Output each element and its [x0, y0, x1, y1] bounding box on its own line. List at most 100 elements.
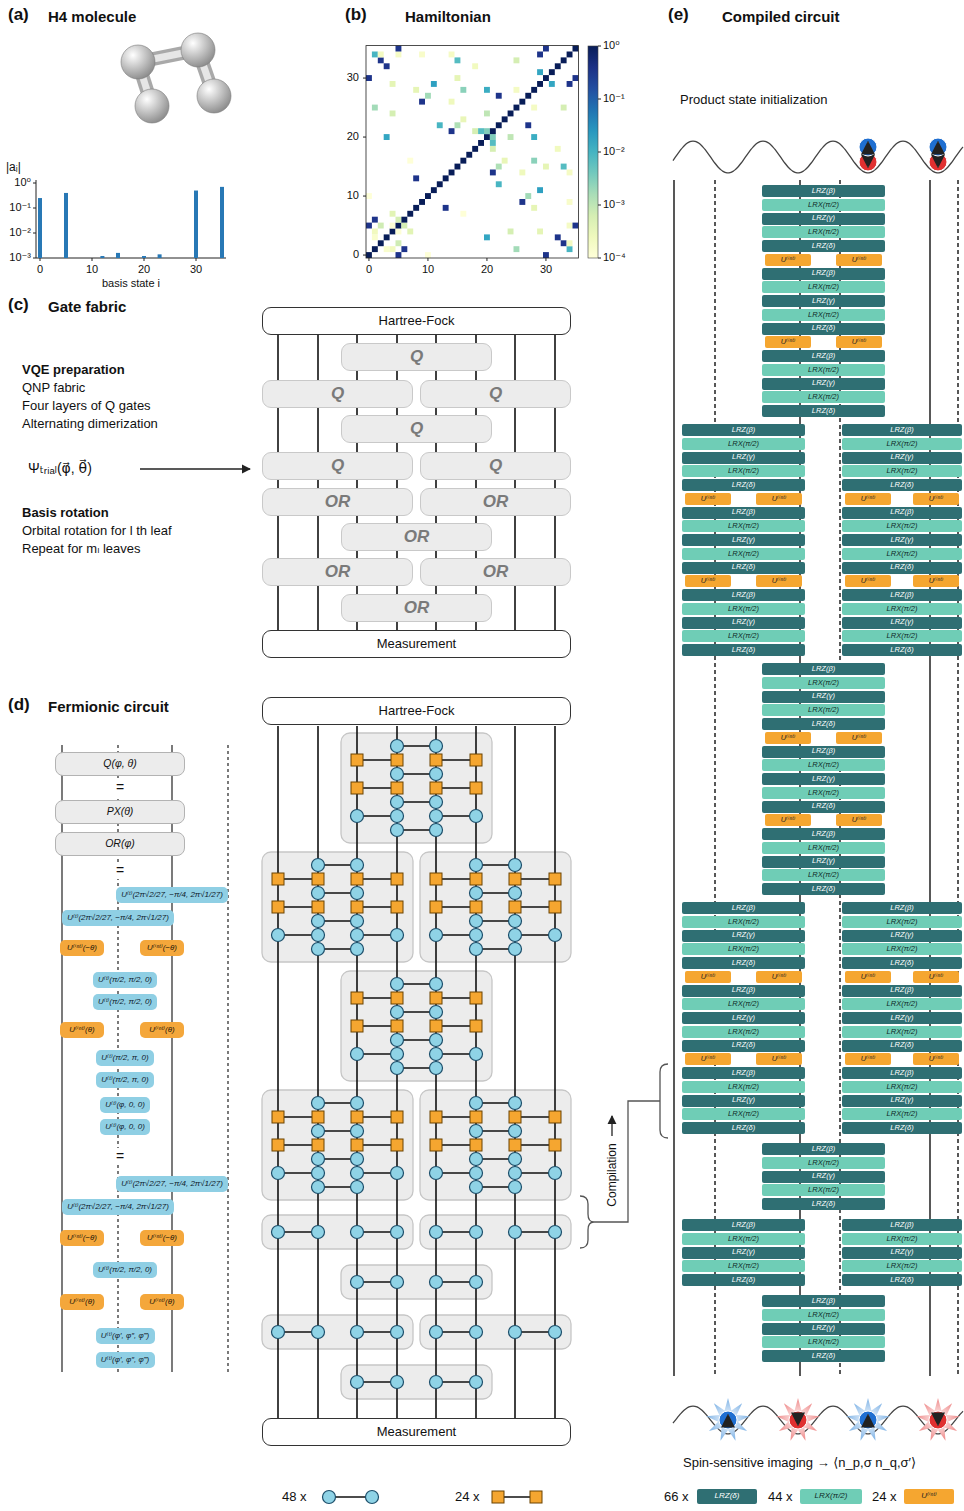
laser-gate: LRZ(δ) [682, 1122, 805, 1134]
matrix-cell [384, 246, 390, 252]
gate-label: LRX(π/2) [887, 440, 918, 448]
matrix-cell [401, 246, 407, 252]
text-label: 10 [347, 189, 359, 202]
gate-label: U⁽ᵗ⁾(φ′, φ″, φ‴) [101, 1356, 149, 1365]
laser-gate: LRZ(β) [762, 1143, 885, 1155]
gate-label: LRZ(γ) [812, 775, 835, 783]
circuit-wire [317, 726, 319, 1418]
text-label: 30 [190, 263, 202, 276]
interaction-gate: U⁽ⁱⁿᵗ⁾ [836, 336, 882, 348]
gate-label: LRZ(β) [890, 904, 913, 912]
gate-label: LRZ(δ) [890, 646, 913, 654]
laser-gate: LRZ(δ) [762, 1198, 885, 1210]
gate-label: LRX(π/2) [887, 632, 918, 640]
matrix-cell [372, 234, 378, 240]
interaction-gate-square [549, 873, 561, 885]
matrix-cell [496, 181, 502, 187]
amplitude-bar [64, 193, 68, 258]
gate-box: OR [420, 488, 571, 516]
laser-gate: LRZ(δ) [762, 323, 885, 335]
laser-gate: LRZ(β) [842, 1067, 962, 1079]
gate-label: LRZ(δ) [732, 563, 755, 571]
axis-tick [40, 258, 41, 261]
laser-gate: LRX(π/2) [762, 391, 885, 403]
matrix-cell [419, 99, 425, 105]
orbital-gate-dot [351, 1167, 364, 1180]
gate-label: U⁽ⁱⁿᵗ⁾ [701, 495, 716, 503]
orbital-gate-dot [391, 796, 404, 809]
text-label: 10⁻² [603, 145, 625, 158]
spin-up-atom [859, 138, 877, 156]
laser-gate: LRZ(δ) [682, 957, 805, 969]
laser-gate: LRX(π/2) [682, 548, 805, 560]
orbital-gate-dot [430, 1062, 443, 1075]
laser-gate: LRX(π/2) [762, 869, 885, 881]
matrix-cell [525, 193, 531, 199]
matrix-cell [407, 229, 413, 235]
interaction-gate-square [470, 1139, 482, 1151]
laser-gate: LRZ(δ) [762, 718, 885, 730]
gate-label: LRZ(β) [732, 591, 755, 599]
orbital-gate-dot [391, 1062, 404, 1075]
interaction-gate: U⁽ⁱⁿᵗ⁾ [756, 493, 802, 505]
gate-label: U⁽ⁱⁿᵗ⁾ [852, 338, 867, 346]
optical-lattice [673, 141, 963, 173]
gate-label: LRX(π/2) [887, 1235, 918, 1243]
matrix-cell [519, 99, 525, 105]
laser-gate: LRZ(β) [842, 589, 962, 601]
gate-label: LRZ(γ) [812, 379, 835, 387]
matrix-cell [413, 87, 419, 93]
matrix-cell [549, 69, 555, 75]
orbital-gate-dot [430, 810, 443, 823]
matrix-cell [508, 134, 514, 140]
matrix-cell [384, 234, 390, 240]
text-label: Four layers of Q gates [22, 398, 151, 414]
matrix-cell [478, 140, 484, 146]
molecule-atom [121, 45, 155, 79]
matrix-cell [449, 128, 455, 134]
circuit-wire [356, 726, 358, 1418]
interaction-gate: U⁽ⁱⁿᵗ⁾ [756, 971, 802, 983]
laser-gate: LRZ(γ) [762, 691, 885, 703]
laser-gate: LRZ(δ) [842, 1122, 962, 1134]
gate-label: LRX(π/2) [808, 844, 839, 852]
matrix-cell [396, 223, 402, 229]
matrix-cell [455, 57, 461, 63]
matrix-cell [478, 128, 484, 134]
text-label: 10⁰ [14, 176, 31, 189]
gate-label: LRX(π/2) [728, 1000, 759, 1008]
gate-label: Q [489, 457, 502, 476]
gate-label: LRZ(δ) [812, 324, 835, 332]
axis-tick [486, 258, 487, 261]
laser-gate: LRZ(γ) [682, 1012, 805, 1024]
text-label: 30 [540, 263, 552, 276]
text-label: 20 [138, 263, 150, 276]
orbital-gate-dot [272, 1167, 285, 1180]
gate-label: LRX(π/2) [887, 918, 918, 926]
gate-label: LRZ(δ) [732, 959, 755, 967]
panel-heading: H4 molecule [48, 8, 136, 26]
laser-gate: LRX(π/2) [682, 916, 805, 928]
gate-label: LRZ(δ) [812, 407, 835, 415]
matrix-cell [543, 252, 549, 258]
laser-gate: LRZ(γ) [762, 213, 885, 225]
gate-box: OR [341, 523, 492, 551]
laser-gate: LRZ(δ) [682, 1040, 805, 1052]
panel-heading: (d) [8, 695, 30, 715]
gate-label: LRX(π/2) [808, 1186, 839, 1194]
gate-group-box [341, 971, 492, 1081]
orbital-gate-dot [509, 1153, 522, 1166]
laser-gate: LRZ(δ) [682, 1274, 805, 1286]
orbital-gate-dot [509, 1125, 522, 1138]
interaction-gate: U⁽ⁱⁿᵗ⁾ [756, 1053, 802, 1065]
laser-gate: LRZ(δ) [842, 1274, 962, 1286]
fermionic-gate: U⁽ᵗ⁾(π/2, π, 0) [96, 1072, 154, 1088]
orbital-gate-dot [391, 1226, 404, 1239]
matrix-cell [419, 52, 425, 58]
gate-label: U⁽ⁱⁿᵗ⁾ [861, 973, 876, 981]
gate-group-box [262, 852, 413, 962]
gate-label: U⁽ⁱⁿᵗ⁾ [701, 973, 716, 981]
text-label: LRZ(δ) [715, 1491, 740, 1501]
matrix-cell [390, 223, 396, 229]
orbital-gate-dot [470, 1097, 483, 1110]
